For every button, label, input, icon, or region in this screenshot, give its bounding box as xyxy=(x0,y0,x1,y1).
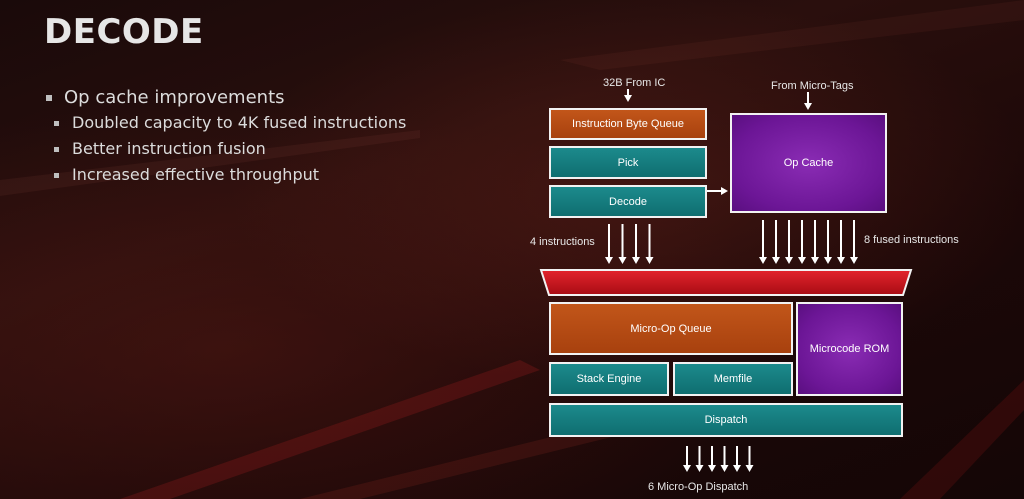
micro-op-dispatch-arrow-icon xyxy=(695,446,704,472)
red-queue-bar xyxy=(539,269,913,296)
decode-to-op-cache-arrow-icon xyxy=(707,187,728,195)
eight-fused-arrow-icon xyxy=(837,220,845,264)
stack-engine-block: Stack Engine xyxy=(549,362,669,396)
bullet-square-icon xyxy=(46,95,52,101)
bullet-item: Op cache improvements xyxy=(44,86,406,110)
eight-fused-arrow-icon xyxy=(772,220,780,264)
micro-op-dispatch-arrow-icon xyxy=(733,446,741,472)
memfile-block: Memfile xyxy=(673,362,793,396)
micro-op-dispatch-arrow-icon xyxy=(745,446,754,472)
micro-op-dispatch-arrow-icon xyxy=(708,446,716,472)
label-eight-fused: 8 fused instructions xyxy=(864,234,959,246)
bullet-square-icon xyxy=(54,121,59,126)
from-ic-arrow-icon xyxy=(624,89,632,102)
four-instructions-arrow-icon xyxy=(605,224,613,264)
dispatch-block: Dispatch xyxy=(549,403,903,437)
sub-bullet-item: Better instruction fusion xyxy=(48,136,406,162)
pick-block: Pick xyxy=(549,146,707,179)
label-from-micro-tags: From Micro-Tags xyxy=(771,80,854,92)
from-micro-tags-arrow-icon xyxy=(804,92,812,110)
four-instructions-arrow-icon xyxy=(632,224,640,264)
bullet-square-icon xyxy=(54,147,59,152)
bullet-square-icon xyxy=(54,173,59,178)
sub-bullet-item: Increased effective throughput xyxy=(48,162,406,188)
label-micro-op-dispatch: 6 Micro-Op Dispatch xyxy=(648,481,749,493)
sub-bullet-item: Doubled capacity to 4K fused instruction… xyxy=(48,110,406,136)
slide-title: DECODE xyxy=(44,12,204,52)
eight-fused-arrow-icon xyxy=(785,220,793,264)
microcode-rom-block: Microcode ROM xyxy=(796,302,903,396)
eight-fused-arrow-icon xyxy=(798,220,806,264)
eight-fused-arrow-icon xyxy=(811,220,819,264)
bullet-text: Better instruction fusion xyxy=(72,139,266,158)
op-cache-block: Op Cache xyxy=(730,113,887,213)
label-from-ic: 32B From IC xyxy=(603,77,666,89)
four-instructions-arrow-icon xyxy=(645,224,654,264)
micro-op-queue-block: Micro-Op Queue xyxy=(549,302,793,355)
bullet-list: Op cache improvements Doubled capacity t… xyxy=(44,86,406,188)
decode-block: Decode xyxy=(549,185,707,218)
four-instructions-arrow-icon xyxy=(618,224,627,264)
eight-fused-arrow-icon xyxy=(824,220,832,264)
micro-op-dispatch-arrow-icon xyxy=(683,446,691,472)
bullet-text: Doubled capacity to 4K fused instruction… xyxy=(72,113,407,132)
label-four-instructions: 4 instructions xyxy=(530,236,595,248)
eight-fused-arrow-icon xyxy=(850,220,858,264)
bullet-text: Increased effective throughput xyxy=(72,165,320,184)
bullet-text: Op cache improvements xyxy=(64,87,285,108)
eight-fused-arrow-icon xyxy=(759,220,767,264)
instruction-byte-queue-block: Instruction Byte Queue xyxy=(549,108,707,140)
micro-op-dispatch-arrow-icon xyxy=(720,446,729,472)
